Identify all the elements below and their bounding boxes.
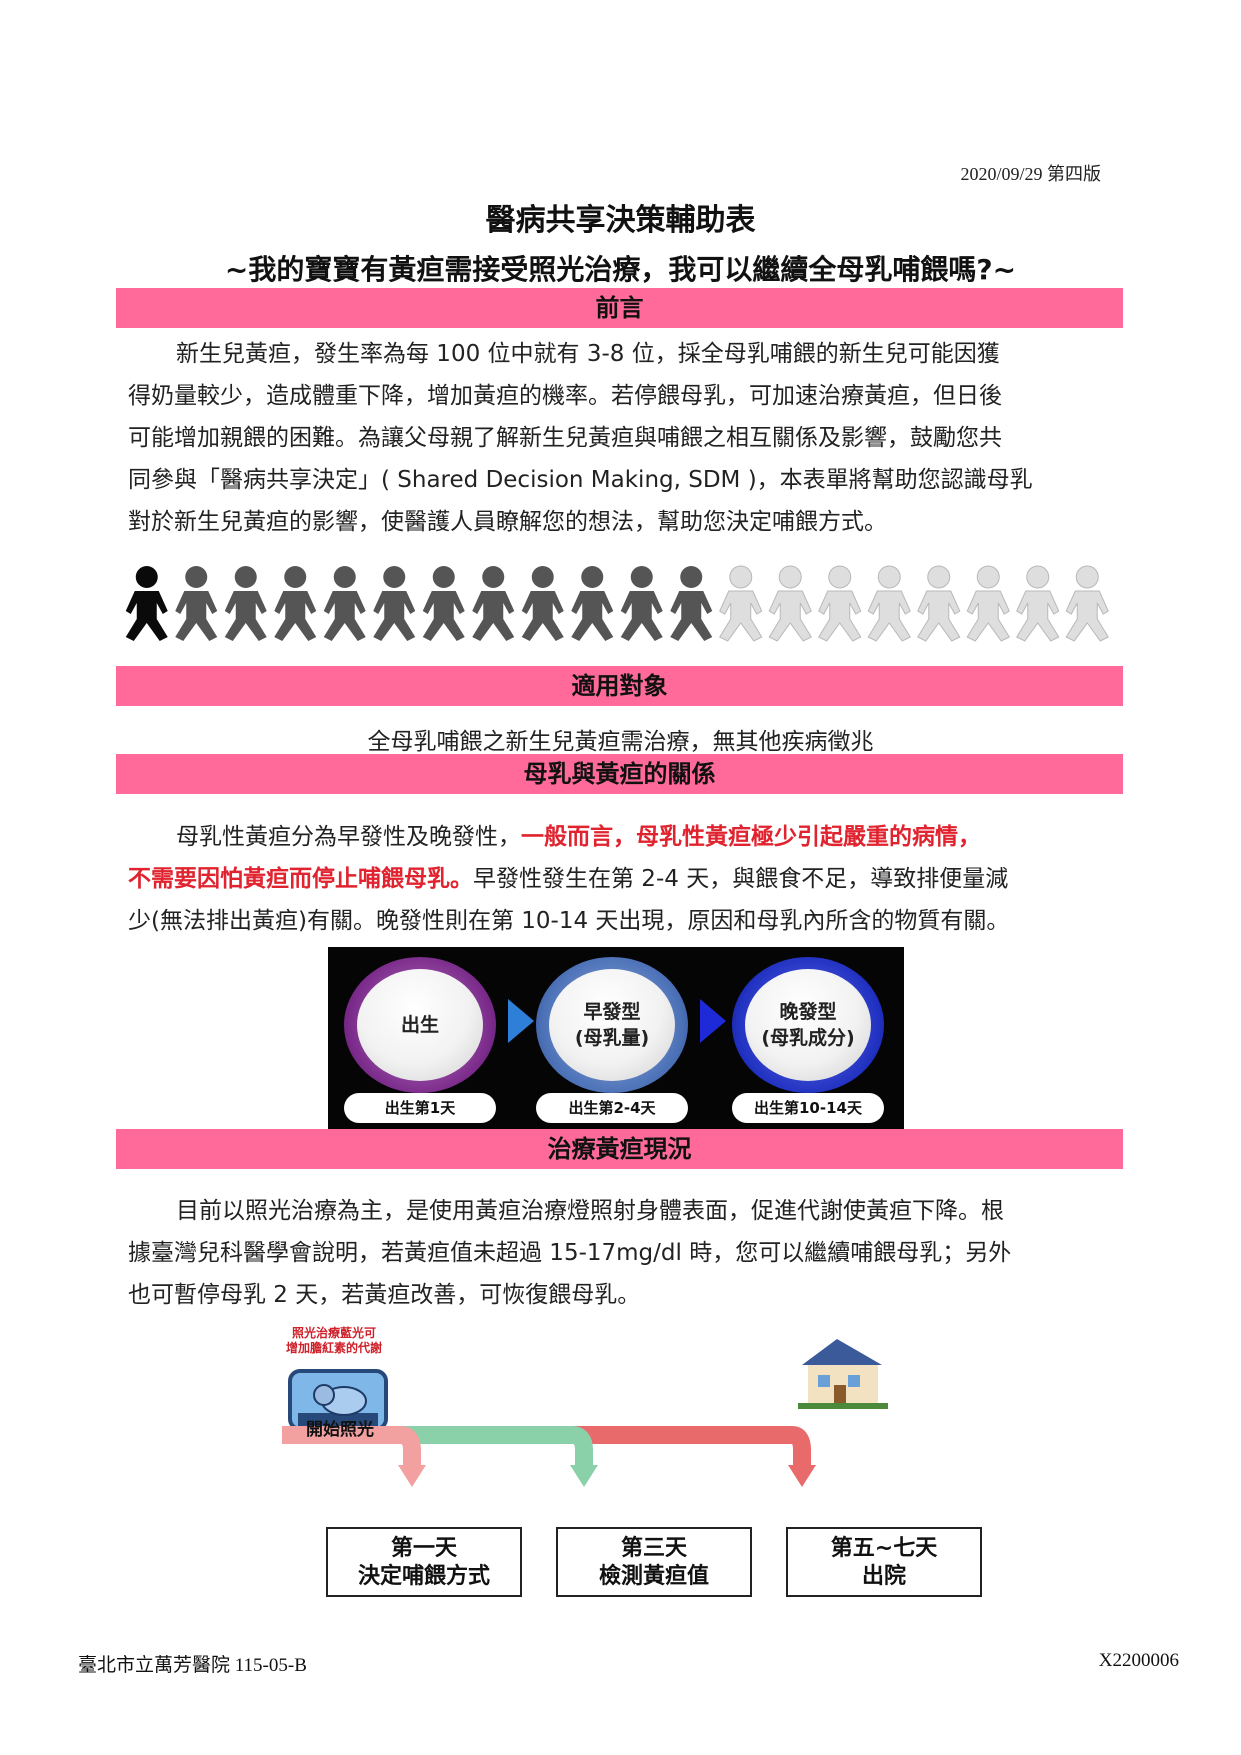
relation-line: 不需要因怕黃疸而停止哺餵母乳。早發性發生在第 2-4 天，與餵食不足，導致排便量… [128, 858, 1113, 900]
box-line: 檢測黃疸值 [598, 1564, 709, 1589]
phototherapy-caption: 增加膽紅素的代謝 [286, 1340, 382, 1355]
baby-figure-icon [867, 565, 911, 642]
phototherapy-caption: 照光治療藍光可 [292, 1325, 376, 1340]
box-line: 第五~七天 [830, 1536, 938, 1561]
baby-pictogram [125, 565, 1109, 642]
treatment-paragraph: 目前以照光治療為主，是使用黃疸治療燈照射身體表面，促進代謝使黃疸下降。根 據臺灣… [128, 1190, 1113, 1316]
target-text: 全母乳哺餵之新生兒黃疸需治療，無其他疾病徵兆 [367, 729, 874, 755]
page-title: 醫病共享決策輔助表 [485, 203, 756, 238]
baby-figure-icon [818, 565, 862, 642]
baby-figure-icon [274, 566, 317, 641]
timeline-box-day1: 第一天 決定哺餵方式 [326, 1527, 522, 1597]
incubator-icon [288, 1369, 388, 1433]
intro-line: 新生兒黃疸，發生率為每 100 位中就有 3-8 位，採全母乳哺餵的新生兒可能因… [176, 341, 1000, 367]
baby-figure-icon [1065, 565, 1109, 642]
relation-text: 母乳性黃疸分為早發性及晚發性， [176, 824, 521, 850]
relation-line: 母乳性黃疸分為早發性及晚發性，一般而言，母乳性黃疸極少引起嚴重的病情， [128, 816, 1113, 858]
baby-figure-icon [125, 566, 168, 641]
relation-text: 早發性發生在第 2-4 天，與餵食不足，導致排便量減 [473, 866, 1009, 892]
baby-figure-icon [966, 565, 1010, 642]
box-line: 決定哺餵方式 [357, 1564, 490, 1589]
baby-figure-icon [917, 565, 961, 642]
timeline-box-discharge: 第五~七天 出院 [786, 1527, 982, 1597]
chevron-right-icon [508, 999, 534, 1043]
stage-label: 早發型(母乳量) [549, 969, 675, 1081]
relation-highlight: 一般而言，母乳性黃疸極少引起嚴重的病情， [521, 824, 981, 850]
timeline-arrow-band [282, 1426, 421, 1465]
baby-figure-icon [719, 565, 763, 642]
timeline-box-day3: 第三天 檢測黃疸值 [556, 1527, 752, 1597]
stage-pill: 出生第10-14天 [732, 1093, 884, 1123]
stage-circle-early: 早發型(母乳量) [536, 957, 688, 1093]
baby-figure-icon [1016, 565, 1060, 642]
timeline-start-label: 開始照光 [306, 1419, 374, 1440]
intro-line: 得奶量較少，造成體重下降，增加黃疸的機率。若停餵母乳，可加速治療黃疸，但日後 [128, 383, 1002, 409]
section-heading-intro: 前言 [116, 288, 1123, 328]
baby-figure-icon [521, 566, 564, 641]
baby-figure-icon [620, 566, 663, 641]
treatment-line: 據臺灣兒科醫學會說明，若黃疸值未超過 15-17mg/dl 時，您可以繼續哺餵母… [128, 1240, 1012, 1266]
treatment-timeline: 照光治療藍光可 增加膽紅素的代謝 開始照光 [282, 1325, 888, 1487]
relation-paragraph: 母乳性黃疸分為早發性及晚發性，一般而言，母乳性黃疸極少引起嚴重的病情， 不需要因… [128, 816, 1113, 942]
treatment-line: 目前以照光治療為主，是使用黃疸治療燈照射身體表面，促進代謝使黃疸下降。根 [176, 1198, 1004, 1224]
relation-highlight: 不需要因怕黃疸而停止哺餵母乳。 [128, 866, 473, 892]
baby-figure-icon [768, 565, 812, 642]
intro-line: 同參與「醫病共享決定」( Shared Decision Making, SDM… [128, 467, 1033, 493]
baby-figure-icon [422, 566, 465, 641]
section-heading-target: 適用對象 [116, 666, 1123, 706]
box-line: 第一天 [390, 1536, 457, 1561]
section-heading-relation: 母乳與黃疸的關係 [116, 754, 1123, 794]
baby-figure-icon [175, 566, 218, 641]
treatment-line: 也可暫停母乳 2 天，若黃疸改善，可恢復餵母乳。 [128, 1282, 641, 1308]
arrow-down-icon [788, 1465, 816, 1487]
timeline-arrow-band [382, 1426, 811, 1465]
stage-circle-late: 晚發型(母乳成分) [732, 957, 884, 1093]
section-heading-treatment: 治療黃疸現況 [116, 1129, 1123, 1169]
baby-figure-icon [224, 566, 267, 641]
baby-figure-icon [323, 566, 366, 641]
version-date: 2020/09/29 第四版 [960, 164, 1101, 184]
footer-hospital-code: 臺北市立萬芳醫院 115-05-B [78, 1655, 307, 1676]
intro-line: 可能增加親餵的困難。為讓父母親了解新生兒黃疸與哺餵之相互關係及影響，鼓勵您共 [128, 425, 1002, 451]
jaundice-stage-diagram: 出生 早發型(母乳量) 晚發型(母乳成分) 出生第1天 出生第2-4天 出生第1… [328, 947, 904, 1133]
arrow-down-icon [570, 1465, 598, 1487]
footer-form-id: X2200006 [1098, 1650, 1179, 1671]
baby-figure-icon [571, 566, 614, 641]
intro-paragraph: 新生兒黃疸，發生率為每 100 位中就有 3-8 位，採全母乳哺餵的新生兒可能因… [128, 333, 1113, 543]
intro-line: 對於新生兒黃疸的影響，使醫護人員瞭解您的想法，幫助您決定哺餵方式。 [128, 509, 887, 535]
stage-circle-birth: 出生 [344, 957, 496, 1093]
baby-figure-icon [670, 566, 713, 641]
box-line: 出院 [861, 1564, 906, 1589]
stage-label: 晚發型(母乳成分) [745, 969, 871, 1081]
timeline-arrow-band [382, 1426, 593, 1465]
house-icon [798, 1339, 888, 1409]
relation-line: 少(無法排出黃疸)有關。晚發性則在第 10-14 天出現，原因和母乳內所含的物質… [128, 908, 1010, 934]
page-subtitle: ~我的寶寶有黃疸需接受照光治療，我可以繼續全母乳哺餵嗎?~ [224, 253, 1017, 286]
baby-figure-icon [472, 566, 515, 641]
stage-pill: 出生第2-4天 [536, 1093, 688, 1123]
box-line: 第三天 [620, 1536, 687, 1561]
baby-figure-icon [373, 566, 416, 641]
arrow-down-icon [398, 1465, 426, 1487]
stage-label: 出生 [357, 969, 483, 1081]
chevron-right-icon [700, 999, 726, 1043]
stage-pill: 出生第1天 [344, 1093, 496, 1123]
